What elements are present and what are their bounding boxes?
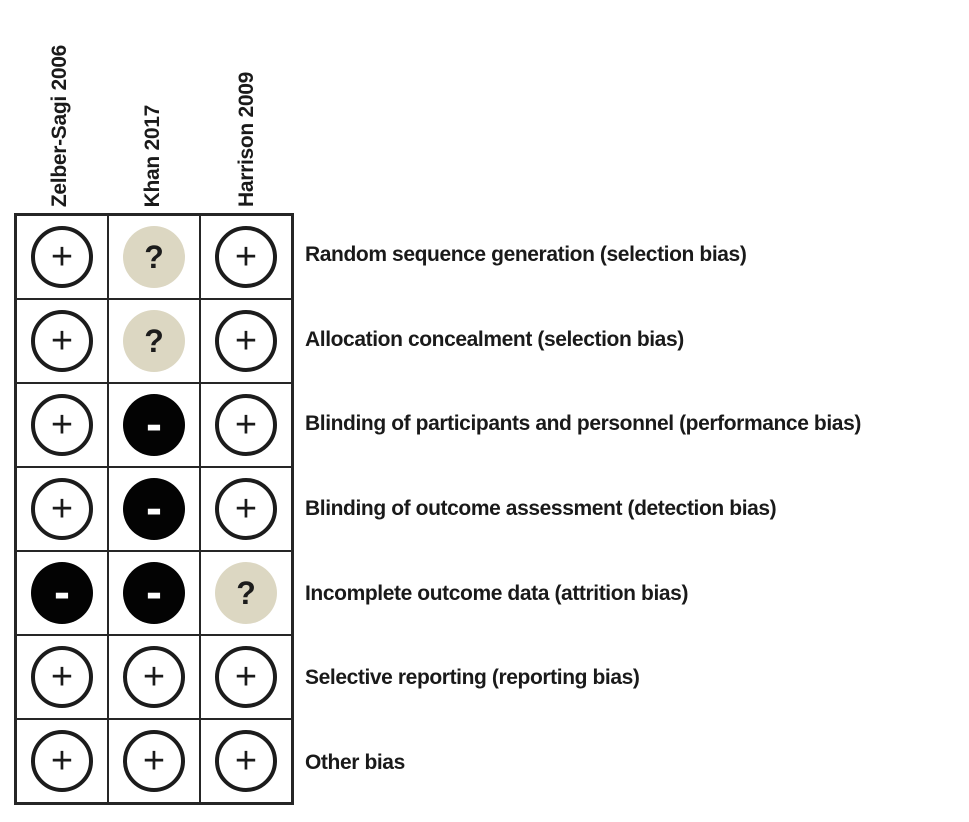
judgement-cell: ? [200,551,292,635]
risk-judgement-icon: + [123,646,185,708]
risk-judgement-icon: + [215,478,277,540]
judgement-cell: + [16,467,108,551]
judgement-cell: + [16,383,108,467]
judgement-cell: + [200,467,292,551]
risk-judgement-icon: + [123,730,185,792]
risk-judgement-icon: + [215,646,277,708]
risk-judgement-icon: + [31,478,93,540]
judgement-cell: - [108,551,200,635]
risk-judgement-icon: - [123,478,185,540]
judgement-cell: ? [108,215,200,299]
risk-judgement-icon: - [123,394,185,456]
study-name-label: Zelber-Sagi 2006 [48,44,72,207]
risk-judgement-icon: ? [215,562,277,624]
judgement-cell: + [200,383,292,467]
bias-domain-labels: Random sequence generation (selection bi… [305,213,969,805]
study-column-header: Khan 2017 [107,0,200,207]
study-name-label: Harrison 2009 [234,71,258,207]
bias-domain-label: Other bias [305,750,405,774]
risk-judgement-icon: + [215,310,277,372]
judgement-cell: - [108,383,200,467]
risk-judgement-icon: + [31,394,93,456]
risk-judgement-icon: + [31,730,93,792]
judgement-cell: - [16,551,108,635]
study-headers-row: Zelber-Sagi 2006 Khan 2017 Harrison 2009 [14,0,294,207]
judgement-cell: + [108,719,200,803]
risk-judgement-icon: + [31,310,93,372]
judgement-cell: + [200,719,292,803]
judgement-cell: + [108,635,200,719]
judgement-cell: + [200,299,292,383]
judgement-cell: + [16,299,108,383]
study-column-header: Zelber-Sagi 2006 [14,0,107,207]
judgement-cell: + [16,719,108,803]
risk-judgement-icon: + [31,226,93,288]
judgement-cell: + [16,215,108,299]
risk-judgement-icon: + [215,394,277,456]
judgement-cell: - [108,467,200,551]
bias-domain-label: Allocation concealment (selection bias) [305,327,684,351]
bias-domain-label: Random sequence generation (selection bi… [305,243,747,267]
study-column-header: Harrison 2009 [201,0,294,207]
risk-judgement-icon: ? [123,226,185,288]
risk-judgement-icon: - [123,562,185,624]
bias-domain-label: Blinding of participants and personnel (… [305,412,861,436]
bias-domain-label: Blinding of outcome assessment (detectio… [305,496,777,520]
study-name-label: Khan 2017 [141,104,165,207]
judgement-cell: + [200,635,292,719]
judgement-cell: + [16,635,108,719]
judgement-grid: + ? + + ? + + - + + - + - - ? + + + + + … [14,213,294,805]
risk-judgement-icon: ? [123,310,185,372]
bias-domain-label: Selective reporting (reporting bias) [305,666,640,690]
judgement-cell: + [200,215,292,299]
risk-judgement-icon: + [215,226,277,288]
judgement-cell: ? [108,299,200,383]
risk-judgement-icon: + [215,730,277,792]
bias-domain-label: Incomplete outcome data (attrition bias) [305,581,689,605]
risk-judgement-icon: - [31,562,93,624]
risk-judgement-icon: + [31,646,93,708]
